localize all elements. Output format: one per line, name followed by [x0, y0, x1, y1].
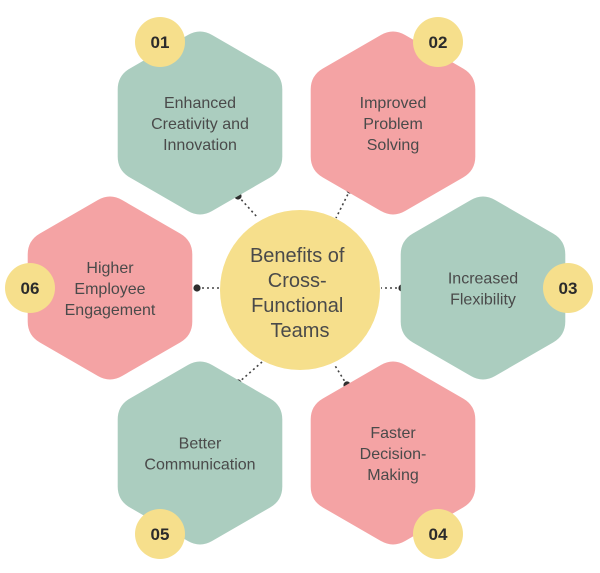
benefit-label-02-line-1: Improved: [360, 95, 427, 112]
hexagon-02: [310, 31, 476, 215]
number-badge-circle-05: [135, 509, 185, 559]
number-badge-circle-02: [413, 17, 463, 67]
center-title-line-3: Functional: [251, 295, 343, 317]
benefit-label-02-line-3: Solving: [367, 137, 419, 154]
number-badge-label-06: 06: [21, 279, 40, 298]
benefit-label-02-line-2: Problem: [363, 116, 423, 133]
number-badge-label-05: 05: [151, 525, 170, 544]
number-badge-03: 03: [543, 263, 593, 313]
benefit-label-04-line-2: Decision-: [360, 446, 427, 463]
number-badge-06: 06: [5, 263, 55, 313]
number-badge-05: 05: [135, 509, 185, 559]
number-badges: 01 02 03 04 05 06: [5, 17, 593, 559]
benefit-label-05-line-2: Communication: [144, 457, 255, 474]
benefit-label-03-line-2: Flexibility: [450, 292, 516, 309]
benefit-label-03-line-1: Increased: [448, 271, 518, 288]
hexagon-01: [117, 31, 283, 215]
benefit-label-04-line-3: Making: [367, 467, 419, 484]
benefit-label-01-line-3: Innovation: [163, 137, 237, 154]
benefit-label-05-line-1: Better: [179, 436, 222, 453]
connector-line-05: [237, 361, 263, 384]
benefit-label-06-line-2: Employee: [74, 281, 145, 298]
number-badge-circle-01: [135, 17, 185, 67]
hexagon-06: [27, 196, 193, 380]
connector-line-04: [333, 363, 348, 386]
connector-line-02: [335, 189, 351, 219]
connector-dot-06: [193, 284, 201, 292]
benefit-label-01-line-2: Creativity and: [151, 116, 249, 133]
hexagon-04: [310, 361, 476, 545]
number-badge-label-02: 02: [429, 33, 448, 52]
center-node: Benefits of Cross- Functional Teams: [220, 210, 380, 370]
benefit-label-01-line-1: Enhanced: [164, 95, 236, 112]
number-badge-02: 02: [413, 17, 463, 67]
number-badge-circle-03: [543, 263, 593, 313]
number-badge-01: 01: [135, 17, 185, 67]
number-badge-label-04: 04: [429, 525, 448, 544]
benefit-label-04-line-1: Faster: [370, 425, 416, 442]
number-badge-04: 04: [413, 509, 463, 559]
number-badge-label-01: 01: [151, 33, 170, 52]
number-badge-label-03: 03: [559, 279, 578, 298]
center-title-line-4: Teams: [271, 320, 330, 342]
number-badge-circle-04: [413, 509, 463, 559]
hexagon-03: [400, 196, 566, 380]
center-circle: [220, 210, 380, 370]
benefit-label-06-line-3: Engagement: [65, 302, 156, 319]
center-title-line-2: Cross-: [268, 270, 327, 292]
center-title-line-1: Benefits of: [250, 245, 345, 267]
connector-line-01: [237, 195, 259, 219]
benefit-label-06-line-1: Higher: [86, 260, 134, 277]
center-title: Benefits of Cross- Functional Teams: [250, 245, 350, 342]
number-badge-circle-06: [5, 263, 55, 313]
hexagon-05: [117, 361, 283, 545]
